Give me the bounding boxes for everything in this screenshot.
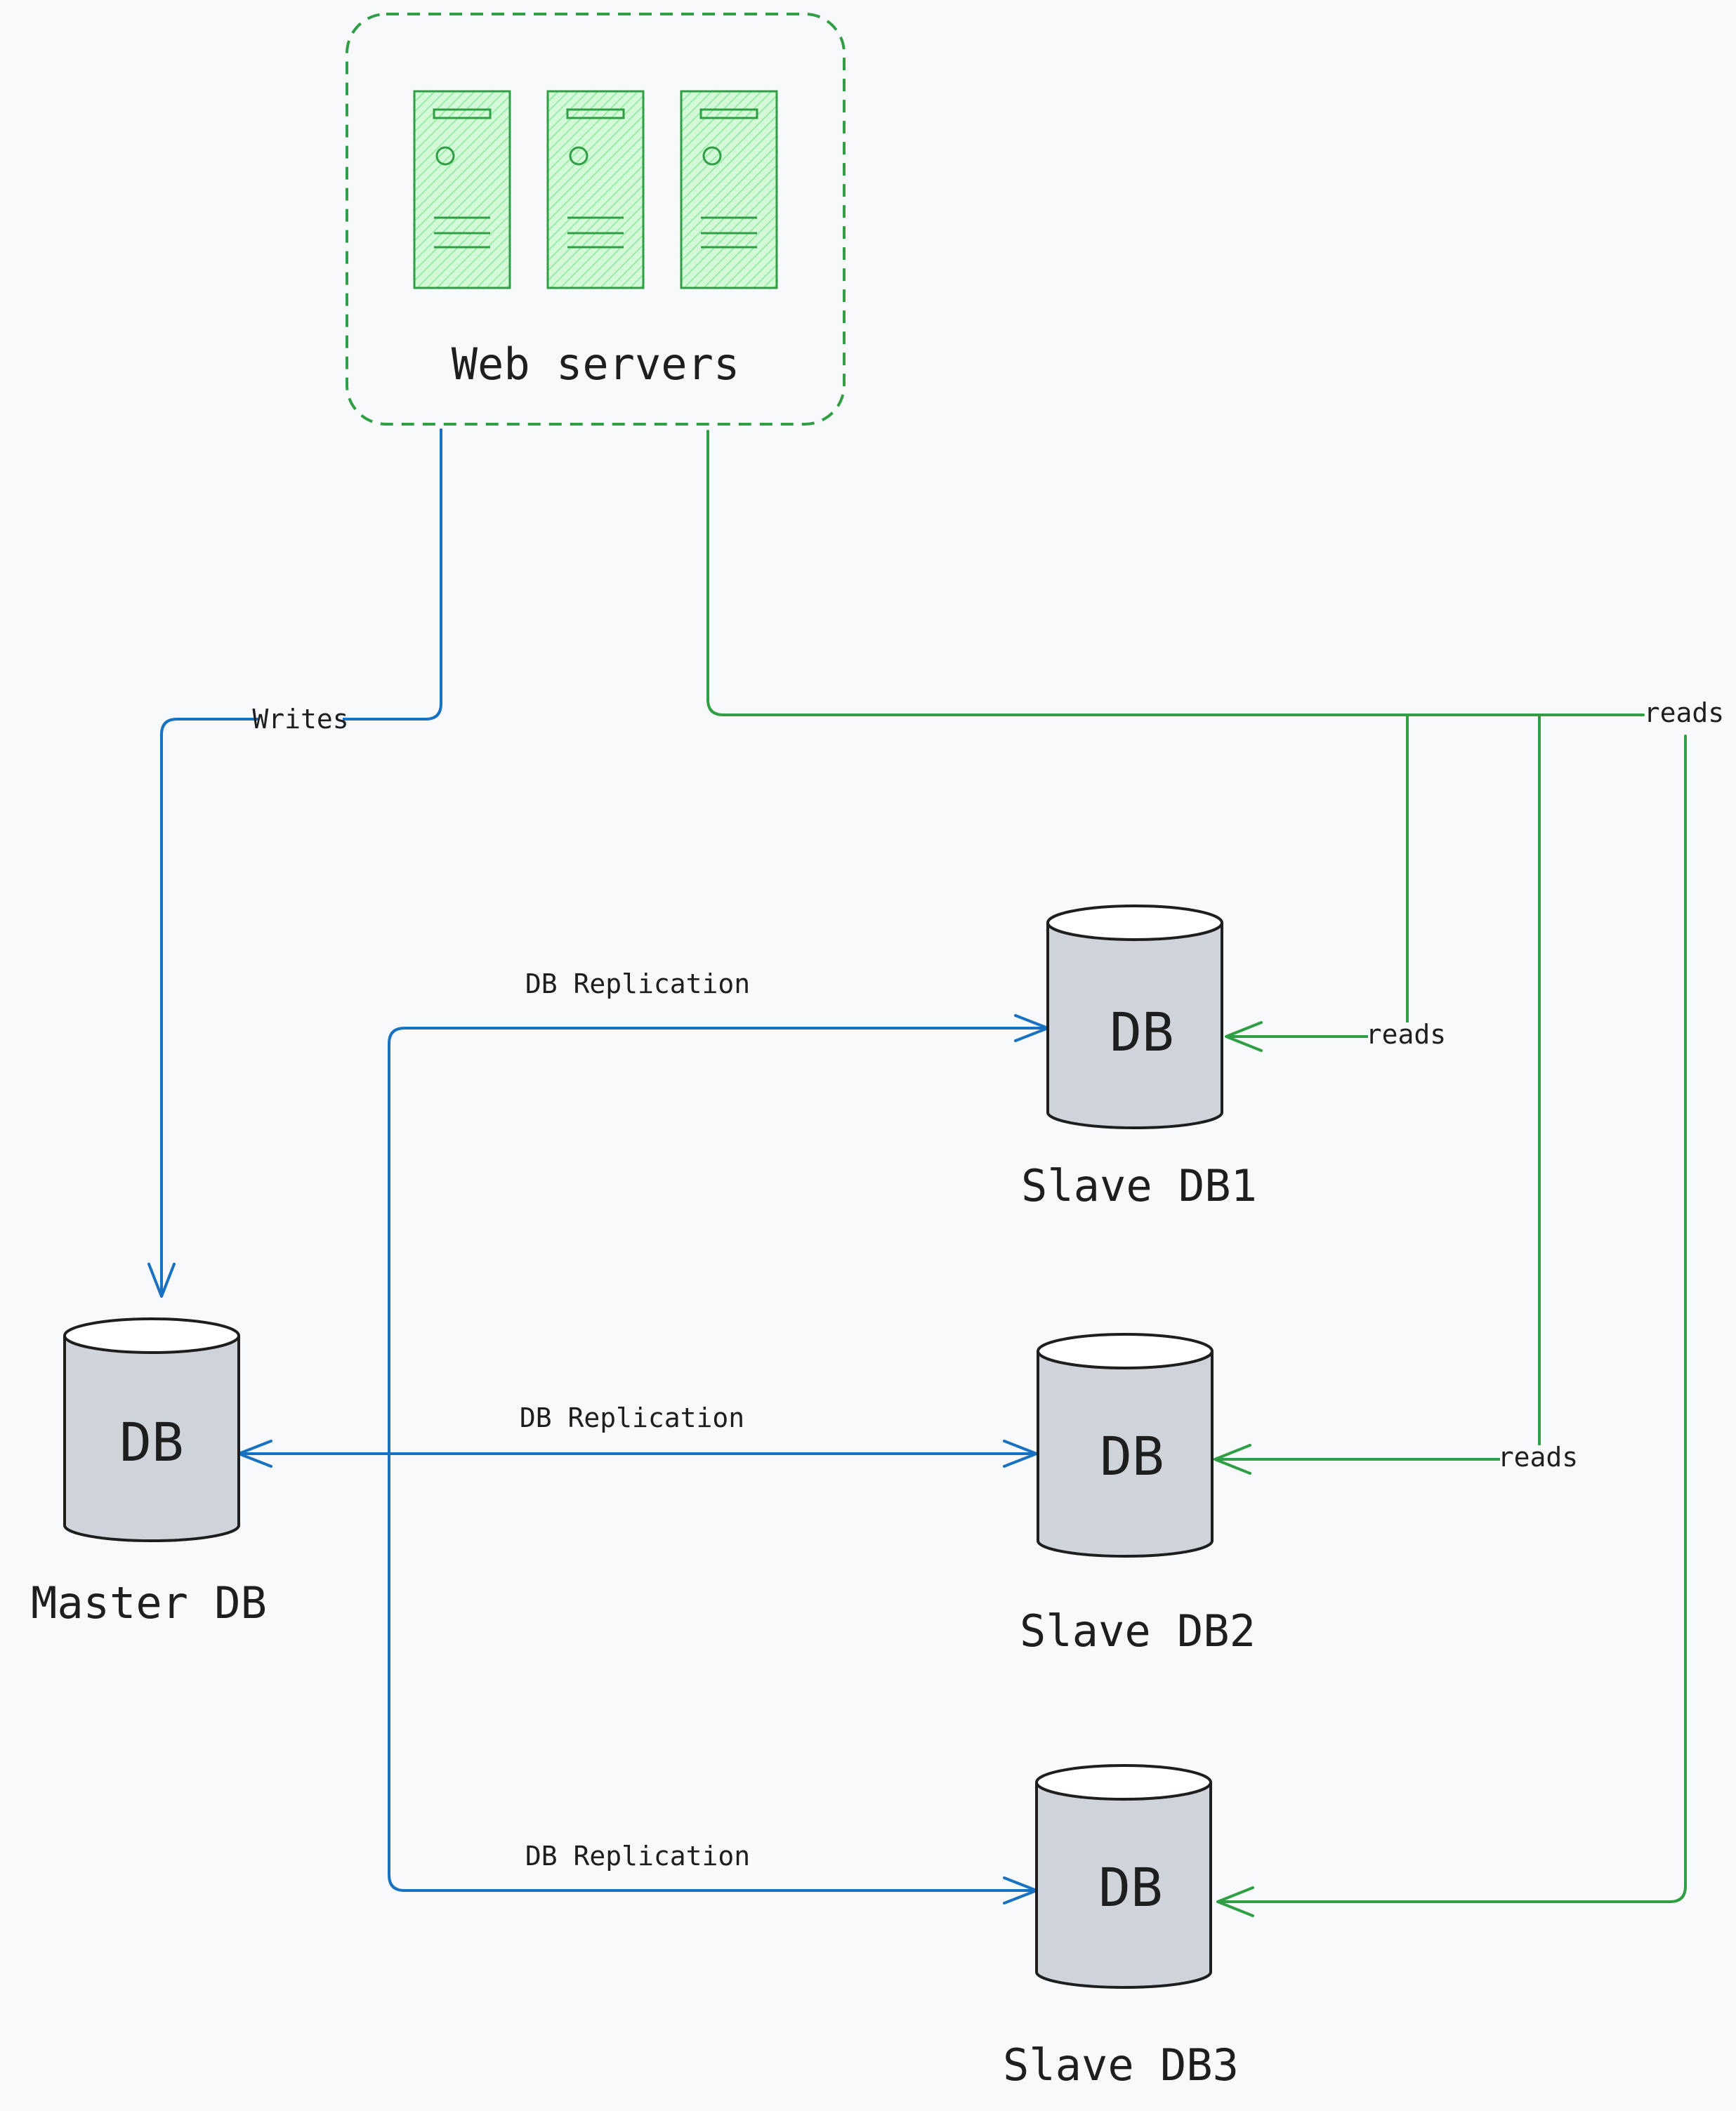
- slave-db1-text: DB: [1110, 1001, 1174, 1063]
- slave-db1-cylinder-top: [1046, 905, 1223, 941]
- web-servers-group: Web servers: [346, 13, 846, 426]
- replication-paths: [237, 1014, 1049, 1905]
- writes-edge-label: Writes: [252, 704, 348, 735]
- reads-arrowhead-db3: [1216, 1886, 1254, 1917]
- slave-db1: DB Slave DB1: [1021, 905, 1257, 1211]
- reads-arrowhead-db1: [1225, 1021, 1263, 1052]
- slave-db3-cylinder: [1035, 1782, 1212, 1989]
- slave-db2-text: DB: [1100, 1425, 1164, 1487]
- slave-db3-label: Slave DB3: [1003, 2039, 1239, 2091]
- write-path: [147, 428, 442, 1298]
- slave-db2-cylinder-top: [1037, 1333, 1214, 1369]
- slave-db3-text: DB: [1098, 1856, 1163, 1919]
- server-icon: [680, 90, 778, 289]
- server-icon: [413, 90, 511, 289]
- slave-db2-cylinder: [1037, 1351, 1214, 1558]
- reads-edge-label-db2: reads: [1498, 1442, 1578, 1473]
- reads-branch-db3: [1221, 735, 1687, 1903]
- master-db: DB Master DB: [31, 1317, 267, 1629]
- slave-db3: DB Slave DB3: [1003, 1764, 1239, 2091]
- master-db-cylinder-top: [63, 1317, 240, 1354]
- replication-label-db2: DB Replication: [520, 1402, 744, 1433]
- web-servers-boundary: [346, 13, 846, 426]
- slave-db3-cylinder-top: [1035, 1764, 1212, 1801]
- reads-branch-db2: [1218, 713, 1541, 1461]
- slave-db1-label: Slave DB1: [1021, 1160, 1257, 1211]
- master-db-label: Master DB: [31, 1577, 267, 1629]
- master-db-text: DB: [119, 1411, 184, 1473]
- slave-db2-label: Slave DB2: [1020, 1605, 1256, 1657]
- replication-connector-db1: [388, 1027, 1045, 1448]
- reads-arrowhead-db2: [1214, 1444, 1251, 1475]
- reads-edge-label-main: reads: [1644, 697, 1724, 728]
- writes-connector: [160, 428, 442, 1294]
- reads-trunk: [706, 430, 1645, 716]
- slave-db1-cylinder: [1046, 923, 1223, 1129]
- reads-edge-label-db1: reads: [1366, 1019, 1446, 1050]
- web-servers-label: Web servers: [452, 338, 740, 390]
- slave-db2: DB Slave DB2: [1020, 1333, 1256, 1657]
- reads-branch-db1: [1229, 713, 1409, 1038]
- replication-connector-db3: [388, 1445, 1034, 1892]
- master-db-cylinder: [63, 1336, 240, 1542]
- replication-label-db3: DB Replication: [525, 1841, 750, 1872]
- writes-arrowhead: [147, 1263, 176, 1298]
- server-icon: [546, 90, 645, 289]
- replication-label-db1: DB Replication: [525, 968, 750, 999]
